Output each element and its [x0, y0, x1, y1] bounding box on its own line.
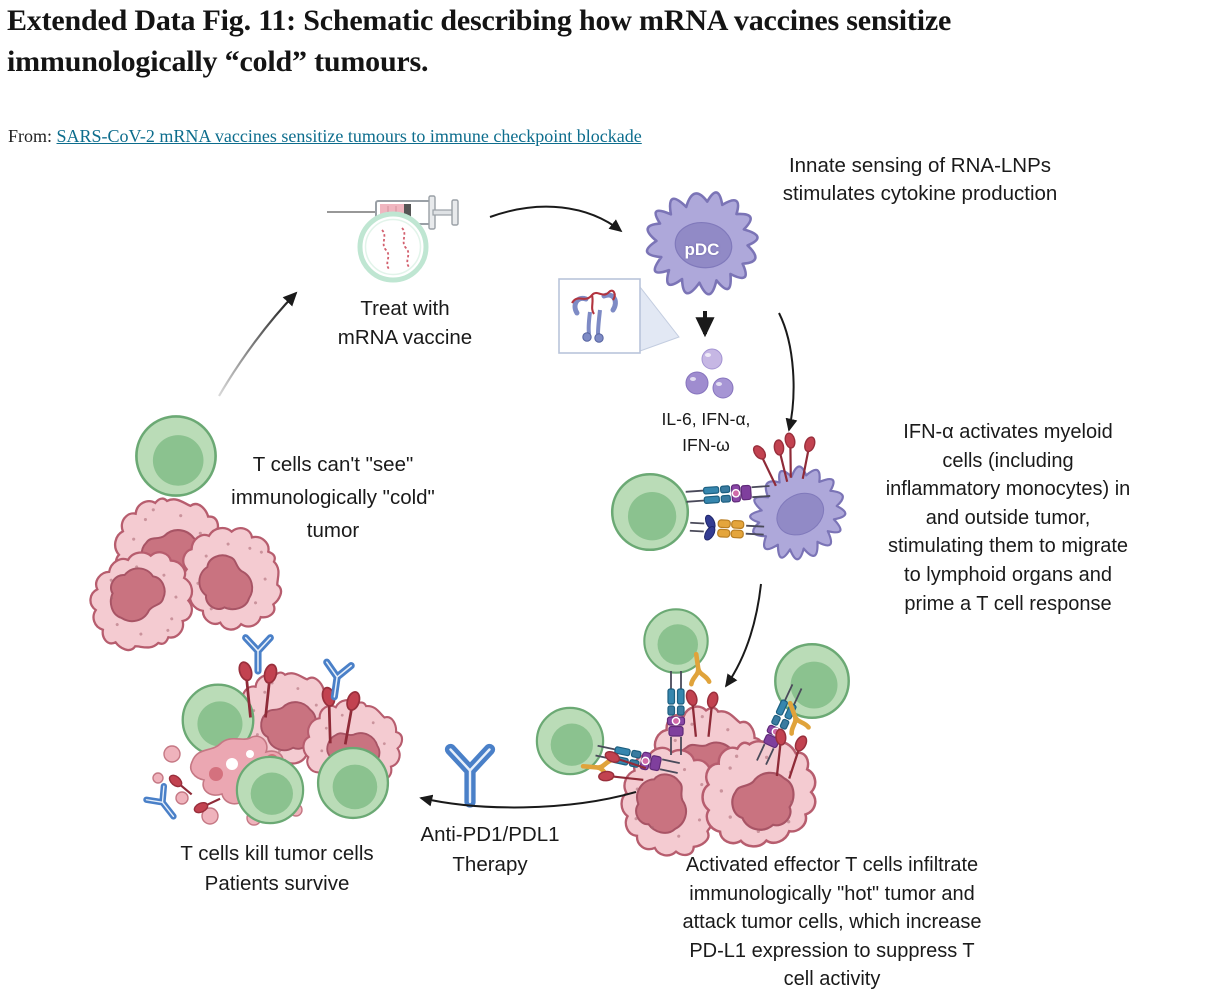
schematic-art [76, 182, 863, 865]
t-cell [316, 746, 390, 820]
source-article-link[interactable]: SARS-CoV-2 mRNA vaccines sensitize tumou… [56, 126, 642, 146]
label-treat: Treat with mRNA vaccine [337, 297, 473, 349]
label-cold-tumor: T cells can't "see" immunologically "col… [231, 453, 435, 542]
arrow-cold-to-vaccine [218, 291, 298, 397]
tlr-inset-icon [558, 278, 680, 354]
cytokine-dots-icon [685, 348, 734, 399]
label-innate-sensing: Innate sensing of RNA-LNPs stimulates cy… [782, 154, 1058, 205]
label-ifn-activates: IFN-α activates myeloid cells (including… [885, 421, 1131, 615]
figure-schematic: Innate sensing of RNA-LNPs stimulates cy… [0, 140, 1207, 997]
t-cell [235, 755, 305, 825]
from-line: From: SARS-CoV-2 mRNA vaccines sensitize… [8, 126, 642, 147]
arrow-vaccine-to-pdc [489, 205, 623, 233]
label-pdc: pDC [684, 240, 720, 259]
t-cell [535, 706, 605, 776]
t-cell [610, 472, 690, 552]
label-activated-tcells: Activated effector T cells infiltrate im… [682, 854, 982, 991]
from-label: From: [8, 126, 53, 146]
label-therapy: Anti-PD1/PDL1 Therapy [420, 823, 560, 876]
killed-tumor-cluster [146, 638, 414, 825]
process-arrows [218, 205, 798, 809]
antibody-icon [146, 786, 182, 823]
page-title: Extended Data Fig. 11: Schematic describ… [7, 4, 952, 79]
label-cytokines: IL-6, IFN-α, IFN-ω [661, 409, 751, 455]
label-kill-tumor: T cells kill tumor cells Patients surviv… [180, 842, 374, 895]
myeloid-cell [732, 449, 863, 578]
lnp-mrna-icon [357, 211, 429, 283]
antibody-icon [451, 750, 490, 803]
arrow-therapy [419, 791, 637, 809]
arrow-myeloid-to-hot-tumor [724, 583, 762, 688]
arrow-cytokine-to-myeloid [778, 312, 798, 432]
